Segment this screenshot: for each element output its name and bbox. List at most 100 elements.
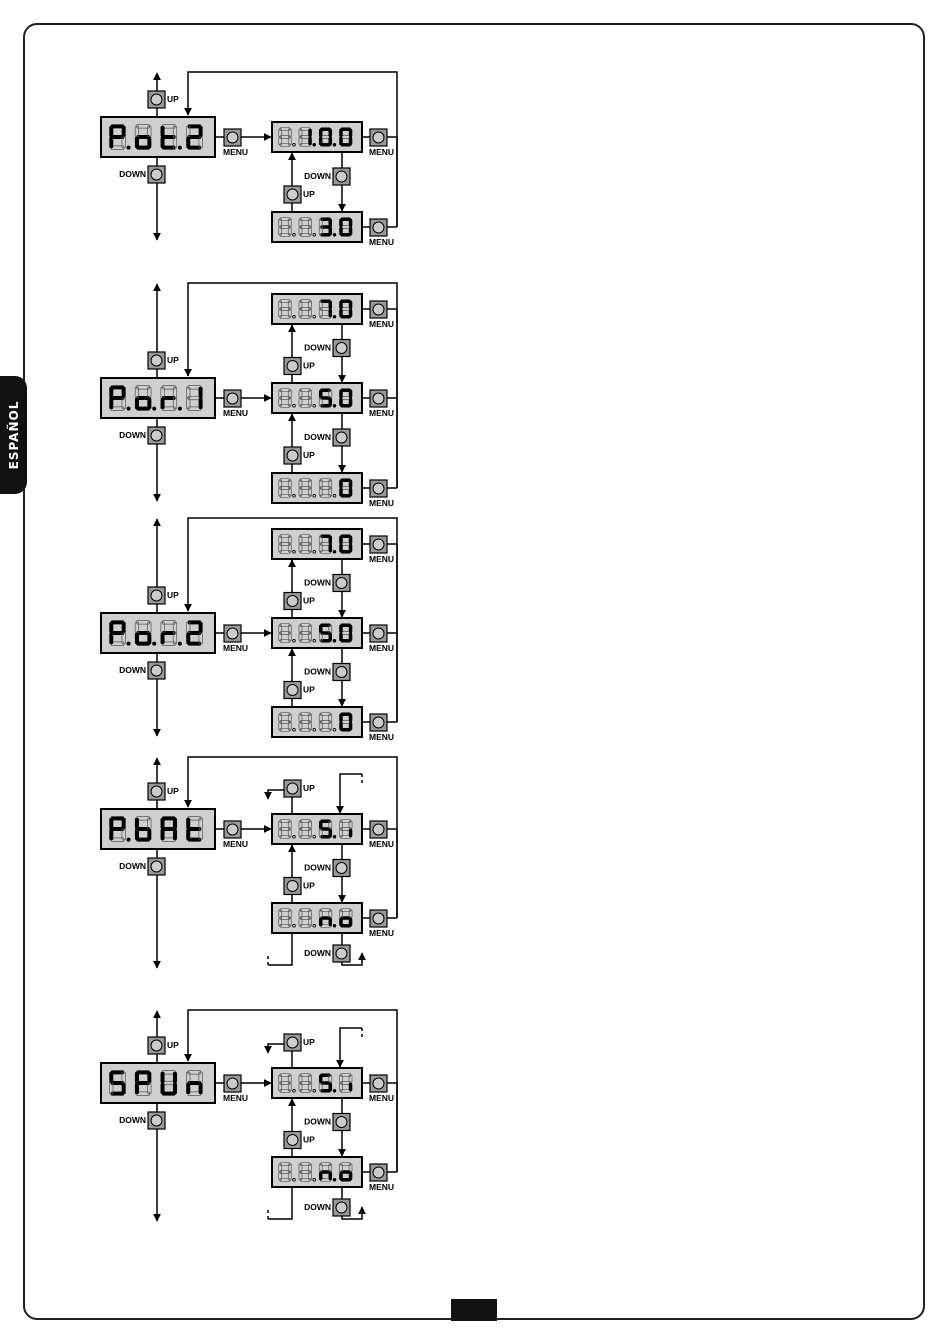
- up-button[interactable]: UP: [284, 1034, 315, 1051]
- segment: [199, 622, 202, 633]
- button-knob: [151, 665, 162, 676]
- segment: [329, 129, 332, 137]
- menu-button[interactable]: MENU: [369, 536, 394, 564]
- value-display: [272, 473, 362, 503]
- wrap-in-arrow: [340, 1028, 362, 1067]
- segment: [110, 829, 113, 840]
- down-button[interactable]: DOWN: [304, 860, 350, 877]
- segment: [199, 126, 202, 137]
- segment: [110, 633, 113, 644]
- button-label: MENU: [369, 732, 394, 742]
- up-button[interactable]: UP: [148, 783, 179, 800]
- menu-button[interactable]: MENU: [369, 625, 394, 653]
- button-label: UP: [303, 783, 315, 793]
- up-button[interactable]: UP: [148, 352, 179, 369]
- segment: [339, 918, 342, 926]
- segment: [161, 633, 164, 644]
- button-label: UP: [167, 786, 179, 796]
- down-button[interactable]: DOWN: [119, 858, 165, 875]
- up-button[interactable]: UP: [284, 878, 315, 895]
- button-label: UP: [167, 1040, 179, 1050]
- menu-button[interactable]: MENU: [369, 821, 394, 849]
- menu-button[interactable]: MENU: [369, 910, 394, 938]
- segment: [349, 1083, 352, 1091]
- segment: [339, 633, 342, 641]
- segment: [309, 129, 312, 137]
- button-label: DOWN: [304, 432, 331, 442]
- segment: [349, 829, 352, 837]
- menu-button[interactable]: MENU: [369, 714, 394, 742]
- segment: [349, 488, 352, 496]
- segment: [339, 309, 342, 317]
- menu-button[interactable]: MENU: [223, 390, 248, 418]
- value-display: [272, 1068, 362, 1098]
- up-button[interactable]: UP: [284, 186, 315, 203]
- menu-button[interactable]: MENU: [369, 390, 394, 418]
- segment: [199, 398, 202, 409]
- value-display: [272, 1157, 362, 1187]
- button-knob: [373, 717, 384, 728]
- up-button[interactable]: UP: [284, 682, 315, 699]
- segment: [161, 126, 164, 137]
- button-label: DOWN: [304, 171, 331, 181]
- segment: [161, 829, 164, 840]
- segment: [135, 137, 138, 148]
- decimal-point: [333, 550, 336, 553]
- segment: [122, 818, 125, 829]
- menu-button[interactable]: MENU: [369, 480, 394, 508]
- menu-button[interactable]: MENU: [369, 1164, 394, 1192]
- button-label: DOWN: [304, 343, 331, 353]
- down-button[interactable]: DOWN: [304, 945, 350, 962]
- button-knob: [151, 1040, 162, 1051]
- down-button[interactable]: DOWN: [304, 340, 350, 357]
- button-label: DOWN: [119, 665, 146, 675]
- segment: [349, 227, 352, 235]
- up-button[interactable]: UP: [284, 447, 315, 464]
- button-knob: [151, 590, 162, 601]
- menu-button[interactable]: MENU: [369, 219, 394, 247]
- down-button[interactable]: DOWN: [119, 427, 165, 444]
- segment: [135, 633, 138, 644]
- up-button[interactable]: UP: [148, 91, 179, 108]
- down-button[interactable]: DOWN: [304, 575, 350, 592]
- menu-button[interactable]: MENU: [369, 1075, 394, 1103]
- segment: [339, 390, 342, 398]
- menu-button[interactable]: MENU: [223, 625, 248, 653]
- down-button[interactable]: DOWN: [119, 662, 165, 679]
- up-button[interactable]: UP: [284, 1132, 315, 1149]
- down-button[interactable]: DOWN: [119, 166, 165, 183]
- up-button[interactable]: UP: [148, 587, 179, 604]
- button-label: DOWN: [304, 667, 331, 677]
- down-button[interactable]: DOWN: [304, 664, 350, 681]
- button-label: MENU: [369, 319, 394, 329]
- decimal-point: [333, 1178, 336, 1181]
- down-button[interactable]: DOWN: [304, 429, 350, 446]
- down-button[interactable]: DOWN: [119, 1112, 165, 1129]
- up-button[interactable]: UP: [284, 358, 315, 375]
- menu-button[interactable]: MENU: [223, 1075, 248, 1103]
- segment: [122, 387, 125, 398]
- button-label: MENU: [369, 408, 394, 418]
- up-button[interactable]: UP: [284, 593, 315, 610]
- segment: [135, 1083, 138, 1094]
- menu-button[interactable]: MENU: [223, 129, 248, 157]
- segment: [349, 1172, 352, 1180]
- button-knob: [336, 343, 347, 354]
- menu-button[interactable]: MENU: [369, 129, 394, 157]
- segment: [339, 722, 342, 730]
- up-button[interactable]: UP: [284, 780, 315, 797]
- segment: [161, 1072, 164, 1083]
- button-knob: [287, 596, 298, 607]
- down-button[interactable]: DOWN: [304, 168, 350, 185]
- menu-button[interactable]: MENU: [369, 301, 394, 329]
- segment: [135, 829, 138, 840]
- button-knob: [336, 948, 347, 959]
- segment: [110, 622, 113, 633]
- menu-button[interactable]: MENU: [223, 821, 248, 849]
- segment: [110, 126, 113, 137]
- up-button[interactable]: UP: [148, 1037, 179, 1054]
- button-knob: [336, 432, 347, 443]
- down-button[interactable]: DOWN: [304, 1199, 350, 1216]
- down-button[interactable]: DOWN: [304, 1114, 350, 1131]
